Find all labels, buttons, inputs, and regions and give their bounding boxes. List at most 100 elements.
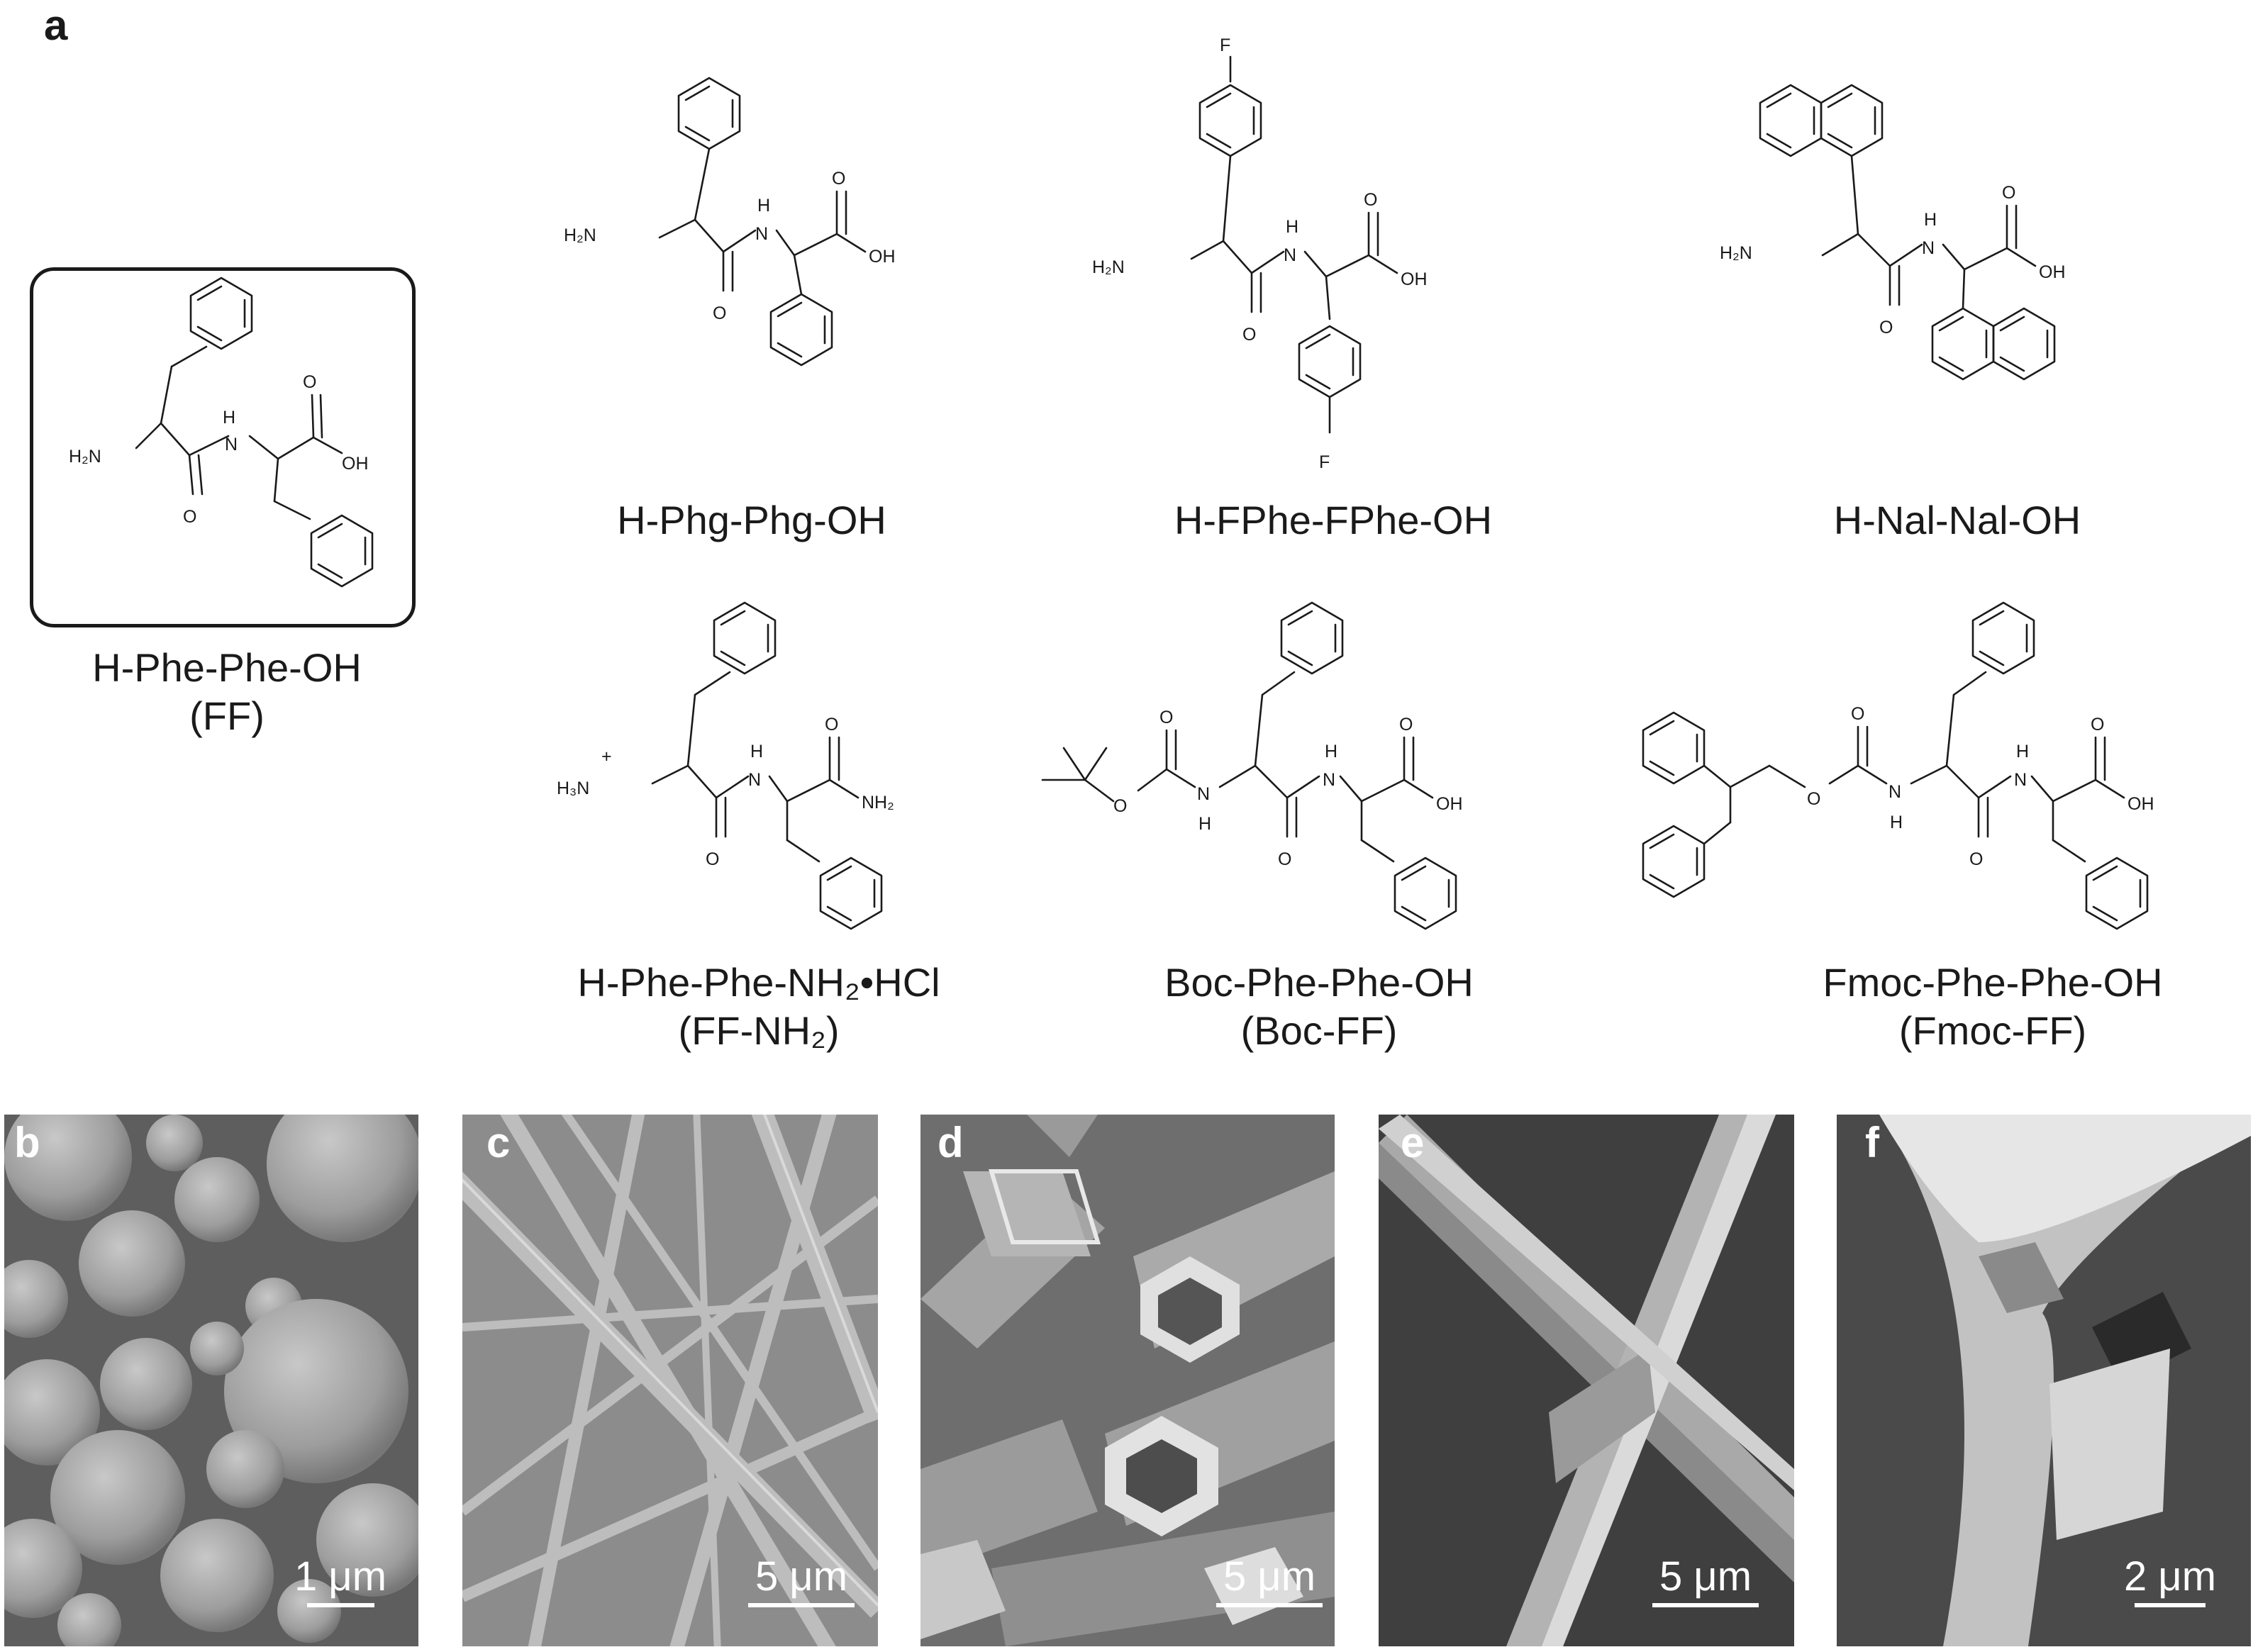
sem-image-curved-plate bbox=[1837, 1115, 2251, 1646]
atom-o: O bbox=[713, 303, 726, 323]
atom-h: H bbox=[1286, 217, 1298, 237]
atom-h: H bbox=[757, 196, 770, 216]
structure-nal-nal: H₂N O H N O OH bbox=[1716, 50, 2184, 418]
atom-oh: OH bbox=[1436, 794, 1463, 814]
atom-n: N bbox=[225, 435, 238, 454]
compound-name: H-Nal-Nal-OH bbox=[1833, 498, 2081, 542]
structure-phg-phg: H₂N O H N O OH bbox=[553, 50, 979, 404]
atom-o: O bbox=[1159, 708, 1173, 727]
atom-n: N bbox=[1284, 245, 1296, 265]
atom-n: N bbox=[2014, 770, 2027, 790]
atom-o: O bbox=[2091, 715, 2104, 735]
panel-label-e: e bbox=[1401, 1119, 1425, 1166]
atom-nh2: NH₂ bbox=[862, 793, 894, 813]
atom-oh: OH bbox=[869, 247, 896, 267]
atom-o: O bbox=[1807, 789, 1820, 809]
compound-name: Fmoc-Phe-Phe-OH bbox=[1823, 960, 2163, 1005]
atom-o: O bbox=[1969, 849, 1983, 869]
compound-abbr: (Boc-FF) bbox=[1240, 1008, 1398, 1054]
panel-label-a: a bbox=[44, 1, 68, 49]
scalebar-line bbox=[2135, 1603, 2205, 1607]
structure-ff: H₂N O H N O OH bbox=[30, 267, 416, 627]
scalebar-label: 2 μm bbox=[2123, 1553, 2217, 1600]
scalebar-f: 2 μm bbox=[2106, 1556, 2234, 1607]
atom-o: O bbox=[1879, 318, 1893, 337]
atom-o: O bbox=[706, 849, 719, 869]
atom-n: N bbox=[1323, 770, 1335, 790]
atom-h: H bbox=[2016, 742, 2029, 761]
scalebar-label: 5 μm bbox=[1659, 1553, 1752, 1600]
structure-boc-ff: O O N H O H N O OH bbox=[1028, 596, 1539, 950]
scalebar-b: 1 μm bbox=[277, 1556, 404, 1607]
atom-o: O bbox=[1364, 190, 1377, 210]
compound-abbr: (Fmoc-FF) bbox=[1898, 1008, 2087, 1054]
atom-n: N bbox=[1922, 238, 1935, 258]
atom-h2n: H₂N bbox=[564, 225, 596, 245]
atom-h: H bbox=[1890, 813, 1903, 832]
scalebar-c: 5 μm bbox=[738, 1556, 865, 1607]
scalebar-label: 5 μm bbox=[755, 1553, 848, 1600]
atom-oh: OH bbox=[2039, 262, 2066, 282]
scalebar-line bbox=[1216, 1603, 1323, 1607]
compound-name: H-Phg-Phg-OH bbox=[617, 498, 886, 542]
caption-fphe-fphe: H-FPhe-FPhe-OH bbox=[1106, 496, 1560, 545]
scalebar-line bbox=[748, 1603, 855, 1607]
atom-o: O bbox=[1113, 796, 1127, 816]
ff-highlight-box bbox=[30, 267, 416, 627]
atom-h: H bbox=[750, 742, 763, 761]
scalebar-line bbox=[1652, 1603, 1759, 1607]
atom-o: O bbox=[832, 169, 845, 189]
atom-n: N bbox=[755, 224, 768, 244]
compound-name: H-Phe-Phe-OH bbox=[92, 645, 362, 690]
caption-ff-nh2: H-Phe-Phe-NH₂•HCl (FF-NH₂) bbox=[525, 959, 993, 1056]
sem-image-hexagonal-tubes bbox=[920, 1115, 1335, 1646]
atom-h2n: H₂N bbox=[1720, 243, 1752, 263]
scalebar-line bbox=[306, 1603, 374, 1607]
atom-h3n: H₃N bbox=[557, 778, 589, 798]
atom-o: O bbox=[1278, 849, 1291, 869]
atom-n: N bbox=[748, 770, 761, 790]
structure-ff-nh2: H₃N + O H N O NH₂ bbox=[546, 596, 972, 950]
compound-name: Boc-Phe-Phe-OH bbox=[1164, 960, 1474, 1005]
atom-o: O bbox=[2002, 183, 2015, 203]
caption-phg-phg: H-Phg-Phg-OH bbox=[539, 496, 964, 545]
compound-abbr: (FF-NH₂) bbox=[678, 1008, 840, 1054]
panel-label-f: f bbox=[1865, 1119, 1879, 1166]
atom-o: O bbox=[303, 372, 316, 392]
compound-abbr: (FF) bbox=[189, 693, 265, 739]
atom-n: N bbox=[1197, 784, 1210, 804]
caption-fmoc-ff: Fmoc-Phe-Phe-OH (Fmoc-FF) bbox=[1766, 959, 2220, 1056]
caption-nal-nal: H-Nal-Nal-OH bbox=[1730, 496, 2184, 545]
caption-boc-ff: Boc-Phe-Phe-OH (Boc-FF) bbox=[1092, 959, 1546, 1056]
atom-f: F bbox=[1220, 35, 1230, 55]
atom-oh: OH bbox=[1401, 269, 1428, 289]
panel-label-c: c bbox=[486, 1119, 511, 1166]
compound-name: H-Phe-Phe-NH₂•HCl bbox=[577, 960, 940, 1005]
atom-o: O bbox=[1399, 715, 1413, 735]
structure-fmoc-ff: O O N H O H N O OH bbox=[1596, 596, 2248, 950]
atom-oh: OH bbox=[342, 454, 369, 474]
sem-image-fibers bbox=[462, 1115, 878, 1646]
atom-o: O bbox=[1851, 704, 1864, 724]
atom-o: O bbox=[825, 715, 838, 735]
atom-o: O bbox=[183, 507, 196, 527]
panel-label-d: d bbox=[938, 1119, 964, 1166]
atom-h2n: H₂N bbox=[69, 447, 101, 467]
atom-h: H bbox=[223, 408, 235, 428]
caption-ff: H-Phe-Phe-OH (FF) bbox=[28, 644, 425, 741]
sem-image-spheres bbox=[4, 1115, 418, 1646]
atom-n: N bbox=[1888, 782, 1901, 802]
atom-h: H bbox=[1325, 742, 1337, 761]
structure-fphe-fphe: F F H₂N O H N O OH bbox=[1085, 14, 1539, 496]
atom-h: H bbox=[1198, 814, 1211, 834]
atom-charge: + bbox=[601, 747, 612, 766]
scalebar-label: 5 μm bbox=[1223, 1553, 1316, 1600]
panel-label-b: b bbox=[14, 1119, 40, 1166]
atom-h: H bbox=[1924, 210, 1937, 230]
atom-f: F bbox=[1319, 452, 1330, 472]
scalebar-d: 5 μm bbox=[1206, 1556, 1333, 1607]
atom-o: O bbox=[1242, 325, 1256, 345]
sem-image-rods bbox=[1379, 1115, 1794, 1646]
atom-h2n: H₂N bbox=[1092, 257, 1125, 277]
scalebar-label: 1 μm bbox=[294, 1553, 387, 1600]
